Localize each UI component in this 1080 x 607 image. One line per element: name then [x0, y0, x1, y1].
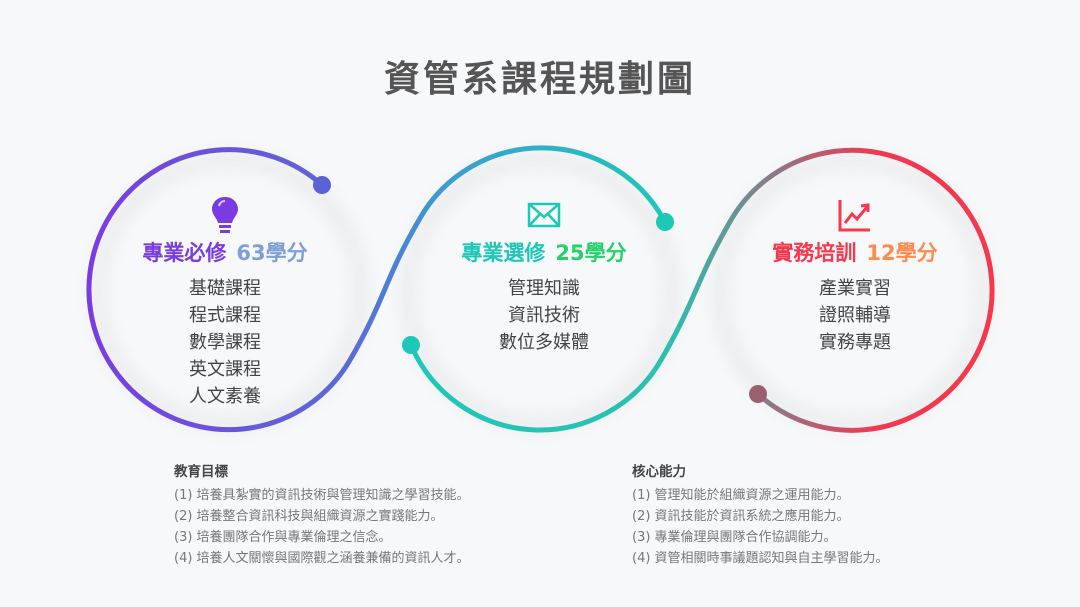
block-title: 專業選修 — [461, 241, 546, 265]
block-required: 專業必修 63學分 基礎課程 程式課程 數學課程 英文課程 人文素養 — [95, 195, 355, 410]
core-heading: 核心能力 — [632, 464, 686, 480]
course-item: 證照輔導 — [819, 305, 891, 326]
course-item: 人文素養 — [189, 386, 261, 407]
block-credits: 12學分 — [866, 241, 938, 265]
wave-path-1 — [86, 145, 668, 433]
course-item: 基礎課程 — [189, 278, 261, 299]
course-item: 英文課程 — [189, 359, 261, 380]
block-practice: 實務培訓 12學分 產業實習 證照輔導 實務專題 — [725, 195, 985, 356]
goals-heading: 教育目標 — [174, 464, 228, 480]
goal-item: (4) 培養人文關懷與國際觀之涵養兼備的資訊人才。 — [174, 551, 470, 566]
education-goals: 教育目標 (1) 培養具紮實的資訊技術與管理知識之學習技能。 (2) 培養整合資… — [174, 462, 470, 569]
core-item: (1) 管理知能於組織資源之運用能力。 — [632, 488, 850, 503]
dot-end-2 — [749, 385, 767, 403]
core-competencies: 核心能力 (1) 管理知能於組織資源之運用能力。 (2) 資訊技能於資訊系統之應… — [632, 462, 889, 569]
course-item: 資訊技術 — [508, 305, 580, 326]
block-elective: 專業選修 25學分 管理知識 資訊技術 數位多媒體 — [414, 195, 674, 356]
core-item: (3) 專業倫理與團隊合作協調能力。 — [632, 530, 837, 545]
dot-start-1 — [313, 176, 331, 194]
envelope-icon — [414, 195, 674, 235]
course-item: 數位多媒體 — [499, 332, 589, 353]
block-credits: 63學分 — [236, 241, 308, 265]
course-item: 數學課程 — [189, 332, 261, 353]
course-item: 程式課程 — [189, 305, 261, 326]
goal-item: (1) 培養具紮實的資訊技術與管理知識之學習技能。 — [174, 488, 470, 503]
chart-up-icon — [725, 195, 985, 235]
page-title: 資管系課程規劃圖 — [383, 59, 696, 100]
course-item: 管理知識 — [508, 278, 580, 299]
wave-path-2 — [408, 147, 995, 433]
goal-item: (2) 培養整合資訊科技與組織資源之實踐能力。 — [174, 509, 444, 524]
block-title: 專業必修 — [142, 241, 227, 265]
core-item: (4) 資管相關時事議題認知與自主學習能力。 — [632, 551, 889, 566]
goal-item: (3) 培養團隊合作與專業倫理之信念。 — [174, 530, 392, 545]
dot-start-2 — [402, 336, 420, 354]
core-item: (2) 資訊技能於資訊系統之應用能力。 — [632, 509, 850, 524]
course-item: 實務專題 — [819, 332, 891, 353]
lightbulb-icon — [95, 195, 355, 235]
course-item: 產業實習 — [819, 278, 891, 299]
block-title: 實務培訓 — [772, 241, 857, 265]
circle-shadows — [90, 153, 991, 431]
block-credits: 25學分 — [555, 241, 627, 265]
dot-end-1 — [656, 213, 674, 231]
